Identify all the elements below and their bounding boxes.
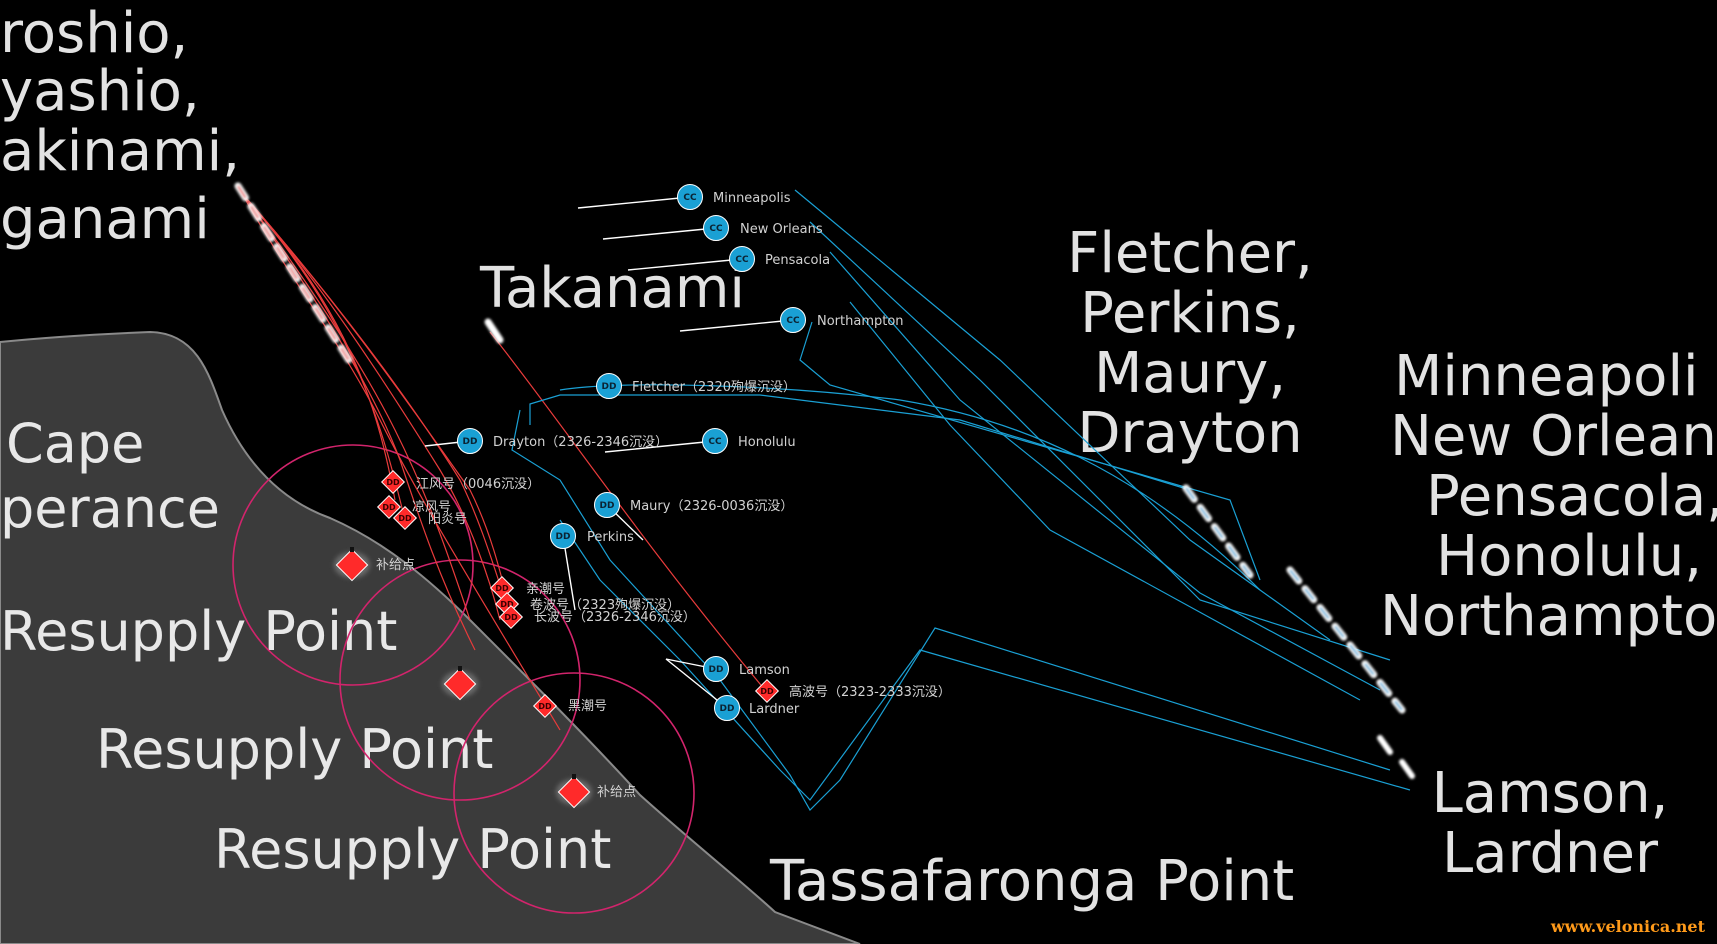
svg-text:DD: DD <box>538 702 552 711</box>
ijn-tracks <box>239 189 766 731</box>
svg-text:ganami: ganami <box>0 187 210 252</box>
svg-text:CC: CC <box>709 224 723 234</box>
us-ship-pensacola[interactable]: CC Pensacola <box>729 246 831 272</box>
ijn-ship-naganami[interactable]: DD 长波号（2326-2346沉没） <box>498 604 696 630</box>
svg-text:CC: CC <box>683 193 697 203</box>
cape-esperance-label: Cape perance <box>0 412 220 540</box>
svg-text:roshio,: roshio, <box>0 1 188 66</box>
svg-text:DD: DD <box>600 501 615 511</box>
ship-label: Minneapolis <box>713 191 791 206</box>
us-ship-northampton[interactable]: CC Northampton <box>780 307 904 333</box>
watermark: www.velonica.net <box>1550 917 1705 936</box>
svg-text:New Orlean: New Orlean <box>1390 404 1717 469</box>
ijn-ship-makinami[interactable]: DD 卷波号（2323殉爆沉没） <box>494 591 680 617</box>
ship-label: New Orleans <box>740 222 823 237</box>
resupply-marker-2[interactable] <box>442 666 478 701</box>
svg-text:CC: CC <box>735 255 749 265</box>
resupply-range-circle-2 <box>339 559 581 801</box>
svg-text:Fletcher,: Fletcher, <box>1067 221 1313 286</box>
resupply-point-label-1: Resupply Point <box>0 600 397 663</box>
takanami-label: Takanami <box>479 256 745 321</box>
us-ship-new-orleans[interactable]: CC New Orleans <box>703 215 823 241</box>
ship-label: Lamson <box>739 663 790 678</box>
resupply-range-circle-3 <box>453 672 695 914</box>
svg-text:DD: DD <box>386 478 400 487</box>
svg-text:Cape: Cape <box>6 412 144 475</box>
ship-label: Honolulu <box>738 435 796 450</box>
us-ship-minneapolis[interactable]: CC Minneapolis <box>677 184 791 210</box>
ijn-ship-suzukaze[interactable]: DD 凉风号 <box>376 494 451 520</box>
svg-text:DD: DD <box>760 687 774 696</box>
svg-text:DD: DD <box>709 665 724 675</box>
resupply-marker-1[interactable]: 补给点 <box>334 547 415 582</box>
ijn-ship-takanami[interactable]: DD 高波号（2323-2333沉没） <box>754 678 951 704</box>
svg-text:Pensacola,: Pensacola, <box>1426 464 1717 529</box>
ijn-ship-edokaze[interactable]: DD 江风号（0046沉没） <box>380 469 540 495</box>
us-ship-drayton[interactable]: DD Drayton（2326-2346沉没） <box>457 428 669 454</box>
lamson-lardner-label: Lamson, Lardner <box>1432 761 1669 886</box>
resupply-range-circle-1 <box>232 444 474 686</box>
svg-text:DD: DD <box>720 704 735 714</box>
us-ship-honolulu[interactable]: CC Honolulu <box>702 428 796 454</box>
resupply-label: 补给点 <box>376 558 415 573</box>
ship-label: 长波号（2326-2346沉没） <box>534 610 696 625</box>
resupply-point-label-2: Resupply Point <box>96 718 493 781</box>
svg-text:yashio,: yashio, <box>0 59 200 124</box>
ijn-force-label: roshio, yashio, akinami, ganami <box>0 1 240 252</box>
svg-text:DD: DD <box>556 532 571 542</box>
svg-text:Lardner: Lardner <box>1442 821 1659 886</box>
svg-text:akinami,: akinami, <box>0 119 240 184</box>
ship-label: Drayton（2326-2346沉没） <box>493 435 668 450</box>
ijn-ship-kagero[interactable]: DD 阳炎号 <box>392 505 467 531</box>
land-coast <box>0 330 861 944</box>
resupply-marker-3[interactable]: 补给点 <box>556 774 636 809</box>
ship-label: 阳炎号 <box>428 512 467 527</box>
us-start-markers <box>1182 484 1415 779</box>
ship-label: 卷波号（2323殉爆沉没） <box>530 597 680 613</box>
svg-text:Perkins,: Perkins, <box>1080 281 1300 346</box>
ijn-ship-kuroshio[interactable]: DD 黑潮号 <box>532 693 607 719</box>
ijn-start-markers <box>234 182 504 366</box>
svg-text:Maury,: Maury, <box>1094 341 1286 406</box>
ship-label: 亲潮号 <box>526 582 565 597</box>
us-tracks <box>511 189 1411 811</box>
svg-text:Honolulu,: Honolulu, <box>1436 524 1702 589</box>
svg-text:perance: perance <box>0 477 220 540</box>
us-ship-perkins[interactable]: DD Perkins <box>550 523 635 549</box>
ship-label: 高波号（2323-2333沉没） <box>789 684 951 700</box>
svg-text:DD: DD <box>500 600 514 609</box>
svg-text:DD: DD <box>398 514 412 523</box>
ijn-ship-oyashio[interactable]: DD 亲潮号 <box>489 575 565 601</box>
svg-text:DD: DD <box>504 613 518 622</box>
ship-label: 凉风号 <box>412 500 451 515</box>
ship-label: 江风号（0046沉没） <box>416 477 540 492</box>
svg-text:CC: CC <box>708 437 722 447</box>
ship-label: Maury（2326-0036沉没） <box>630 499 793 514</box>
us-ship-maury[interactable]: DD Maury（2326-0036沉没） <box>594 492 794 518</box>
tassafaronga-point-label: Tassafaronga Point <box>769 849 1294 914</box>
svg-text:Northampto: Northampto <box>1380 584 1717 649</box>
cruiser-group-label: Minneapoli New Orlean Pensacola, Honolul… <box>1380 344 1717 649</box>
us-ship-fletcher[interactable]: DD Fletcher（2320殉爆沉没） <box>596 373 797 399</box>
svg-text:DD: DD <box>602 382 617 392</box>
svg-text:Drayton: Drayton <box>1077 401 1302 466</box>
us-ship-lamson[interactable]: DD Lamson <box>703 656 790 682</box>
ship-label: Lardner <box>749 702 800 717</box>
ship-label: Perkins <box>587 530 634 545</box>
us-ship-lardner[interactable]: DD Lardner <box>714 695 800 721</box>
resupply-label: 补给点 <box>597 785 636 800</box>
svg-text:DD: DD <box>495 584 509 593</box>
svg-text:Minneapoli: Minneapoli <box>1394 344 1699 409</box>
ship-label: Northampton <box>817 314 904 329</box>
ship-label: 黑潮号 <box>568 699 607 714</box>
resupply-point-label-3: Resupply Point <box>214 818 611 881</box>
svg-text:DD: DD <box>463 437 478 447</box>
ship-label: Pensacola <box>765 253 830 268</box>
ship-label: Fletcher（2320殉爆沉没） <box>632 380 796 395</box>
fletcher-group-label: Fletcher, Perkins, Maury, Drayton <box>1067 221 1313 466</box>
svg-text:Lamson,: Lamson, <box>1432 761 1669 826</box>
svg-text:CC: CC <box>786 316 800 326</box>
svg-text:DD: DD <box>382 503 396 512</box>
